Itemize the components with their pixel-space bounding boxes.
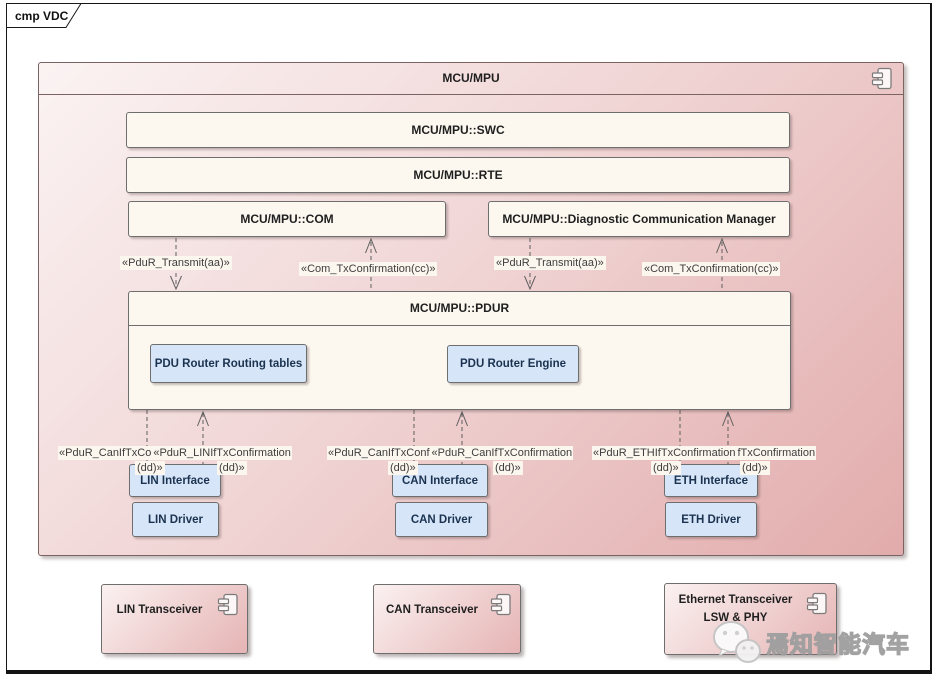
label-pdur-canif-frag: «PduR_CanIfTxCo <box>58 446 153 460</box>
label-dd-6: (dd)» <box>740 461 770 475</box>
label-pdur-canif-txconfirmation: «PduR_CanIfTxConfirmation <box>430 446 574 460</box>
swc-component: MCU/MPU::SWC <box>126 112 790 148</box>
label-dd-2: (dd)» <box>217 461 247 475</box>
can-driver: CAN Driver <box>395 502 488 537</box>
pdu-router-routing-tables: PDU Router Routing tables <box>150 344 307 383</box>
label-pdur-transmit-left: «PduR_Transmit(aa)» <box>120 256 232 270</box>
label-txconfirmation-frag: fTxConfirmation <box>736 446 817 460</box>
label-pdur-ethif-txconfirmation: «PduR_ETHIfTxConfirmation <box>592 446 737 460</box>
label-cluster-lin: «PduR_CanIfTxCo «PduR_LINIfTxConfirmatio… <box>58 446 292 460</box>
watermark-text: 焉知智能汽车 <box>765 631 910 658</box>
label-dd-4: (dd)» <box>493 461 523 475</box>
lin-transceiver-title: LIN Transceiver <box>116 604 203 616</box>
rte-component: MCU/MPU::RTE <box>126 157 790 193</box>
can-transceiver: CAN Transceiver <box>373 584 521 654</box>
frame-tab: cmp VDC <box>6 3 82 28</box>
component-icon <box>217 593 238 616</box>
pdur-title: MCU/MPU::PDUR <box>129 292 790 326</box>
label-cluster-can: «PduR_CanIfTxConf «PduR_CanIfTxConfirmat… <box>327 446 574 460</box>
label-pdur-transmit-right: «PduR_Transmit(aa)» <box>494 256 606 270</box>
ethernet-transceiver-subtitle: LSW & PHY <box>703 612 768 624</box>
component-icon <box>806 592 827 615</box>
frame-tab-shape <box>6 3 82 28</box>
wechat-icon <box>713 621 761 663</box>
lin-transceiver: LIN Transceiver <box>101 584 248 654</box>
label-cluster-eth: «PduR_ETHIfTxConfirmation fTxConfirmatio… <box>592 446 817 460</box>
component-icon <box>490 593 511 616</box>
ethernet-transceiver-title: Ethernet Transceiver <box>678 594 793 606</box>
component-icon <box>871 67 892 90</box>
can-interface: CAN Interface <box>392 464 488 497</box>
mcu-mpu-title: MCU/MPU <box>39 63 903 95</box>
lin-interface: LIN Interface <box>129 464 221 497</box>
label-dd-3: (dd)» <box>388 461 418 475</box>
dcm-component: MCU/MPU::Diagnostic Communication Manage… <box>488 201 790 237</box>
lin-driver: LIN Driver <box>132 502 219 537</box>
eth-driver: ETH Driver <box>665 502 757 537</box>
label-pdur-canif-frag2: «PduR_CanIfTxConf <box>327 446 431 460</box>
can-transceiver-title: CAN Transceiver <box>385 604 479 616</box>
label-pdur-linif-txconfirmation: «PduR_LINIfTxConfirmation <box>152 446 292 460</box>
diagram-frame <box>6 3 932 674</box>
label-com-txconfirmation-left: «Com_TxConfirmation(cc)» <box>299 262 438 276</box>
label-com-txconfirmation-right: «Com_TxConfirmation(cc)» <box>642 262 781 276</box>
label-dd-1: (dd)» <box>135 461 165 475</box>
pdu-router-engine: PDU Router Engine <box>447 345 579 383</box>
watermark: 焉知智能汽车 <box>710 618 910 666</box>
com-component: MCU/MPU::COM <box>128 201 446 237</box>
frame-tab-label: cmp VDC <box>15 9 69 23</box>
label-dd-5: (dd)» <box>651 461 681 475</box>
